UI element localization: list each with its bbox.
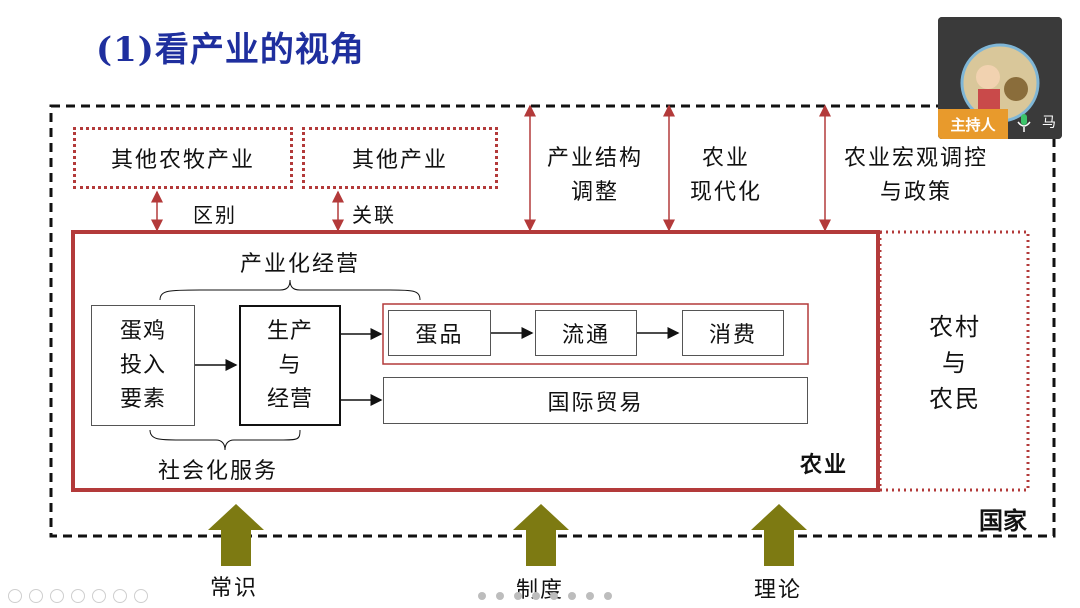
distinction-label: 区别	[193, 203, 237, 227]
slide-title: (1)看产业的视角	[96, 30, 365, 70]
rural-label: 农村 与 农民	[929, 313, 981, 413]
trade-box: 国际贸易	[383, 377, 808, 424]
big-arrow-theory	[751, 504, 807, 566]
host-badge: 主持人	[938, 109, 1008, 139]
zoom-icon[interactable]	[92, 589, 106, 603]
big-arrow-common-sense	[208, 504, 264, 566]
host-name: 马	[1042, 115, 1056, 131]
relation-label: 关联	[352, 203, 396, 227]
egg-products-box: 蛋品	[388, 310, 491, 356]
brace-top	[159, 279, 421, 301]
modernization-label: 农业 现代化	[689, 146, 762, 205]
circulation-box: 流通	[535, 310, 637, 356]
prev-icon[interactable]	[8, 589, 22, 603]
microphone-icon[interactable]	[1016, 113, 1032, 133]
structure-adjustment-label: 产业结构 调整	[546, 146, 643, 205]
theory-label: 理论	[754, 578, 803, 603]
page-dot[interactable]	[586, 592, 594, 600]
country-label: 国家	[979, 507, 1027, 535]
slides-icon[interactable]	[71, 589, 85, 603]
page-dot[interactable]	[532, 592, 540, 600]
rural-frame	[878, 230, 1030, 492]
page-dot[interactable]	[568, 592, 576, 600]
socialized-label: 社会化服务	[158, 459, 279, 484]
page-dot[interactable]	[496, 592, 504, 600]
page-dot[interactable]	[514, 592, 522, 600]
next-icon[interactable]	[29, 589, 43, 603]
page-dot[interactable]	[550, 592, 558, 600]
pen-icon[interactable]	[50, 589, 64, 603]
other-industry-label: 其他产业	[351, 148, 448, 173]
page-dot[interactable]	[604, 592, 612, 600]
webcam-tile[interactable]: 主持人 马	[938, 17, 1062, 139]
common-sense-label: 常识	[210, 576, 259, 601]
page-dot[interactable]	[478, 592, 486, 600]
brace-bottom	[149, 429, 301, 451]
more-icon[interactable]	[134, 589, 148, 603]
presenter-toolbar[interactable]	[8, 588, 155, 607]
subtitle-icon[interactable]	[113, 589, 127, 603]
agriculture-label: 农业	[800, 453, 849, 478]
inputs-box: 蛋鸡 投入 要素	[91, 305, 195, 426]
other-farming-box: 其他农牧产业	[73, 127, 293, 189]
country-frame	[49, 104, 1056, 538]
big-arrow-institution	[513, 504, 569, 566]
products-frame	[382, 303, 809, 365]
slide-page-dots[interactable]	[473, 585, 617, 604]
other-industry-box: 其他产业	[302, 127, 498, 189]
industrialized-label: 产业化经营	[240, 252, 361, 277]
other-farming-label: 其他农牧产业	[110, 148, 255, 173]
agriculture-frame	[71, 230, 880, 492]
macro-policy-label: 农业宏观调控 与政策	[843, 146, 988, 205]
consumption-box: 消费	[682, 310, 784, 356]
production-box: 生产 与 经营	[239, 305, 341, 426]
